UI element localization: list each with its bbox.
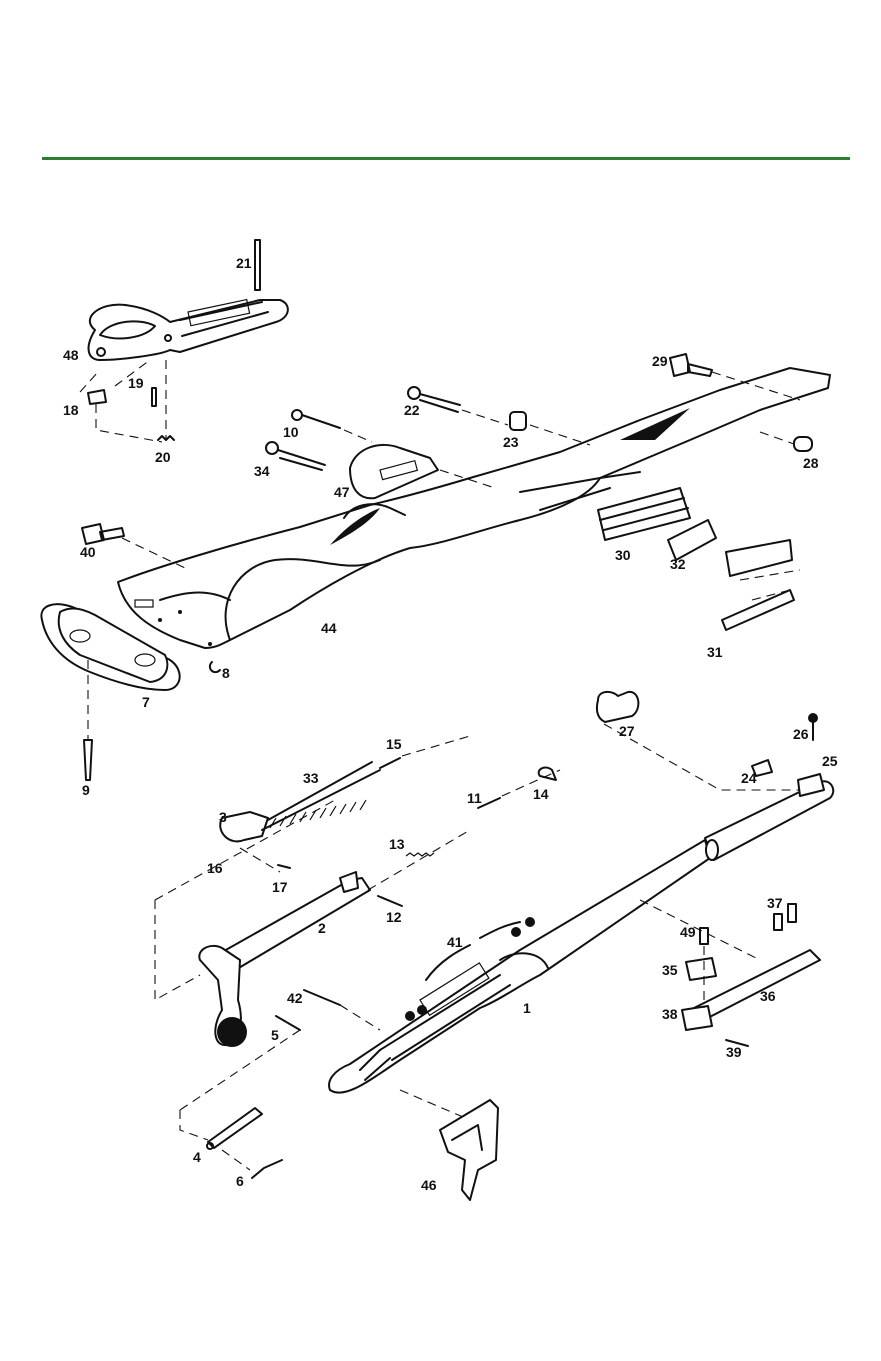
part-label-46: 46	[421, 1177, 437, 1193]
part-label-15: 15	[386, 736, 402, 752]
trigger-guard-drawing	[80, 240, 288, 442]
part-label-18: 18	[63, 402, 79, 418]
part-label-26: 26	[793, 726, 809, 742]
part-label-44: 44	[321, 620, 337, 636]
part-label-38: 38	[662, 1006, 678, 1022]
part-label-1: 1	[523, 1000, 531, 1016]
bolt-drawing	[155, 768, 560, 1046]
part-label-47: 47	[334, 484, 350, 500]
part-label-4: 4	[193, 1149, 201, 1165]
part-label-34: 34	[254, 463, 270, 479]
part-label-40: 40	[80, 544, 96, 560]
part-label-39: 39	[726, 1044, 742, 1060]
part-label-41: 41	[447, 934, 463, 950]
part-label-17: 17	[272, 879, 288, 895]
part-label-49: 49	[680, 924, 696, 940]
bolt-stop-drawing	[180, 1100, 498, 1200]
part-label-37: 37	[767, 895, 783, 911]
part-label-11: 11	[467, 790, 482, 806]
part-label-9: 9	[82, 782, 90, 798]
part-label-28: 28	[803, 455, 819, 471]
part-label-27: 27	[619, 723, 635, 739]
part-label-35: 35	[662, 962, 678, 978]
part-label-21: 21	[236, 255, 252, 271]
part-label-32: 32	[670, 556, 686, 572]
part-label-7: 7	[142, 694, 150, 710]
part-label-14: 14	[533, 786, 549, 802]
part-label-33: 33	[303, 770, 319, 786]
part-label-12: 12	[386, 909, 402, 925]
sight-drawing	[597, 692, 824, 796]
part-label-25: 25	[822, 753, 838, 769]
part-label-48: 48	[63, 347, 79, 363]
part-label-13: 13	[389, 836, 405, 852]
part-label-19: 19	[128, 375, 144, 391]
part-label-5: 5	[271, 1027, 279, 1043]
part-label-3: 3	[219, 809, 227, 825]
part-label-36: 36	[760, 988, 776, 1004]
part-label-31: 31	[707, 644, 723, 660]
part-label-2: 2	[318, 920, 326, 936]
part-label-8: 8	[222, 665, 230, 681]
stock-drawing	[118, 368, 830, 648]
part-label-22: 22	[404, 402, 420, 418]
part-label-20: 20	[155, 449, 171, 465]
part-label-42: 42	[287, 990, 303, 1006]
part-label-16: 16	[207, 860, 223, 876]
part-label-29: 29	[652, 353, 668, 369]
part-label-30: 30	[615, 547, 631, 563]
part-label-6: 6	[236, 1173, 244, 1189]
part-label-10: 10	[283, 424, 299, 440]
part-label-23: 23	[503, 434, 519, 450]
part-label-24: 24	[741, 770, 757, 786]
